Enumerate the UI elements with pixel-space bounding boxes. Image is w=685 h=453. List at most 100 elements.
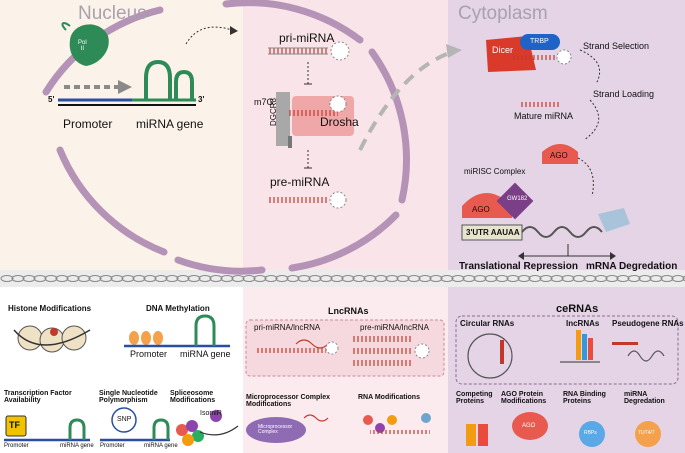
gene-diagram [58, 59, 196, 106]
mirisc-complex [461, 182, 630, 260]
chain-link [165, 275, 179, 282]
chain-link [198, 275, 212, 282]
chain-link [682, 275, 685, 282]
chain-link [44, 275, 58, 282]
chain-links [0, 275, 685, 282]
five-prime-label: 5' [48, 95, 55, 104]
pol-ii-icon [61, 22, 109, 66]
nuclear-export-path [358, 50, 453, 151]
ago-label: AGO [550, 151, 568, 160]
rbps-label: RBPs [584, 430, 597, 436]
chain-link [517, 275, 531, 282]
pseudogene-rna [627, 350, 665, 362]
chain-link [451, 275, 465, 282]
competing-protein-a [466, 424, 476, 446]
chain-link [506, 275, 520, 282]
chain-link [242, 275, 256, 282]
rbp-protein [579, 421, 605, 447]
bottom-promoter-label: Promoter [130, 349, 168, 359]
chain-link [550, 275, 564, 282]
chain-link [253, 275, 267, 282]
chain-link [187, 275, 201, 282]
rna-mods-label: RNA Modifications [358, 394, 420, 401]
bottom-mirna-gene-label: miRNA gene [180, 349, 231, 359]
pri-mirna-label: pri-miRNA [279, 31, 335, 45]
assembly-arrow [577, 157, 594, 197]
microprocessor-label: Microprocessor Complex Modifications [246, 394, 331, 408]
dna-methylation-label: DNA Methylation [146, 304, 210, 313]
snp-promoter-label: Promoter [100, 443, 125, 449]
mirna-gene-label: miRNA gene [136, 117, 204, 131]
export-arrow [185, 26, 233, 45]
chain-link [473, 275, 487, 282]
chain-link [22, 275, 36, 282]
cernas-title: ceRNAs [556, 303, 599, 315]
competing-label: Competing Proteins [456, 391, 493, 405]
ago-protein [542, 144, 578, 164]
dicer-complex [486, 34, 572, 72]
lncrnas-small-label: lncRNAs [566, 319, 600, 328]
chain-link [671, 275, 685, 282]
pri-mirna-structure [268, 41, 350, 85]
chain-link [374, 275, 388, 282]
chain-link [77, 275, 91, 282]
chain-link [297, 275, 311, 282]
chain-link [396, 275, 410, 282]
mature-mirna-strand [520, 102, 560, 107]
chain-link [660, 275, 674, 282]
mirna-deg-label: miRNA Degredation [624, 391, 665, 405]
cytoplasm-title: Cytoplasm [458, 3, 548, 24]
spliceosome-illustration [176, 410, 239, 446]
chain-link [66, 275, 80, 282]
chain-link [528, 275, 542, 282]
chain-link [11, 275, 25, 282]
chain-link [572, 275, 586, 282]
snp-mirna-gene-label: miRNA gene [144, 443, 178, 449]
chain-link [132, 275, 146, 282]
tf-promoter-label: Promoter [4, 443, 29, 449]
pseudogene-label: Pseudogene RNAs [612, 319, 684, 328]
utr-label: 3'UTR AAUAA [466, 228, 520, 237]
rbp-label: RNA Binding Proteins [563, 391, 606, 405]
snp-label: SNP [117, 416, 132, 423]
chain-link [154, 275, 168, 282]
microprocessor-blob [246, 417, 306, 443]
ago-mods-ago-label: AGO [522, 423, 536, 429]
chain-link [99, 275, 113, 282]
tut-label: TUT4/7 [638, 430, 655, 436]
pol-ii-label: Pol II [78, 40, 87, 52]
translational-repression-label: Translational Repression [459, 261, 578, 272]
tf-mirna-gene-label: miRNA gene [60, 443, 94, 449]
pre-lnc-structure [352, 336, 430, 366]
chain-link [176, 275, 190, 282]
mrna-degradation-label: mRNA Degredation [586, 261, 678, 272]
pre-lnc-label: pre-miRNA/lncRNA [360, 323, 429, 332]
chain-link [352, 275, 366, 282]
chain-link [0, 275, 14, 282]
chain-link [231, 275, 245, 282]
cerna-box [455, 315, 679, 385]
three-prime-label: 3' [198, 95, 205, 104]
mature-mirna-label: Mature miRNA [514, 111, 574, 121]
selection-arrow [579, 49, 600, 85]
lncrnas-title: LncRNAs [328, 306, 369, 316]
chain-link [594, 275, 608, 282]
chain-link [605, 275, 619, 282]
chain-link [627, 275, 641, 282]
ago-mods-label: AGO Protein Modifications [501, 391, 547, 405]
chain-link [220, 275, 234, 282]
trbp-label: TRBP [530, 38, 549, 45]
chain-link [561, 275, 575, 282]
mirisc-label: miRISC Complex [464, 167, 526, 176]
chain-link [264, 275, 278, 282]
pri-lnc-structure [256, 339, 339, 355]
chain-link [33, 275, 47, 282]
pre-mirna-structure [268, 191, 347, 209]
chain-link [429, 275, 443, 282]
chain-link [330, 275, 344, 282]
chain-link [462, 275, 476, 282]
chain-link [110, 275, 124, 282]
chain-link [539, 275, 553, 282]
